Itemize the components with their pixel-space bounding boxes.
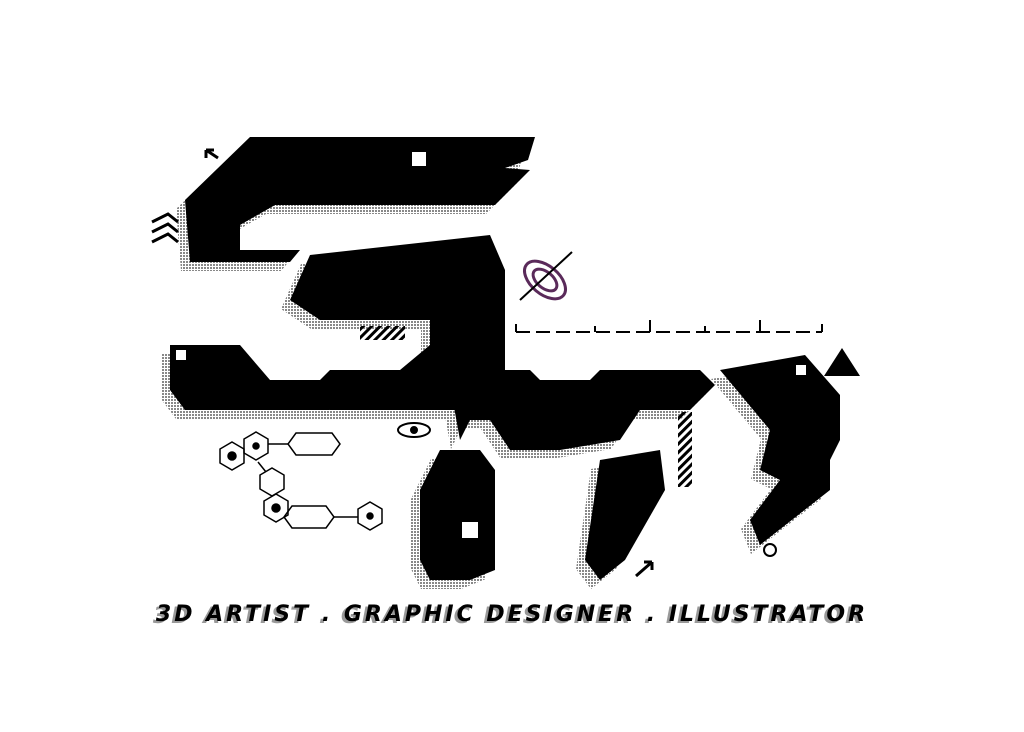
hexagon-network [219,431,383,531]
chevrons-icon [151,212,179,244]
globe-icon [763,543,777,557]
zigzag-bar [678,412,692,487]
arrow-icon [204,148,219,160]
arrow-icon [635,560,654,578]
monogram [170,137,840,580]
triangle-icon [824,348,860,376]
tagline: 3D ARTIST . GRAPHIC DESIGNER . ILLUSTRAT… [155,602,869,627]
hatched-bar [360,326,405,340]
ring-icon [519,251,573,301]
orbit-icon [397,422,431,438]
ruler-decoration [515,320,823,333]
